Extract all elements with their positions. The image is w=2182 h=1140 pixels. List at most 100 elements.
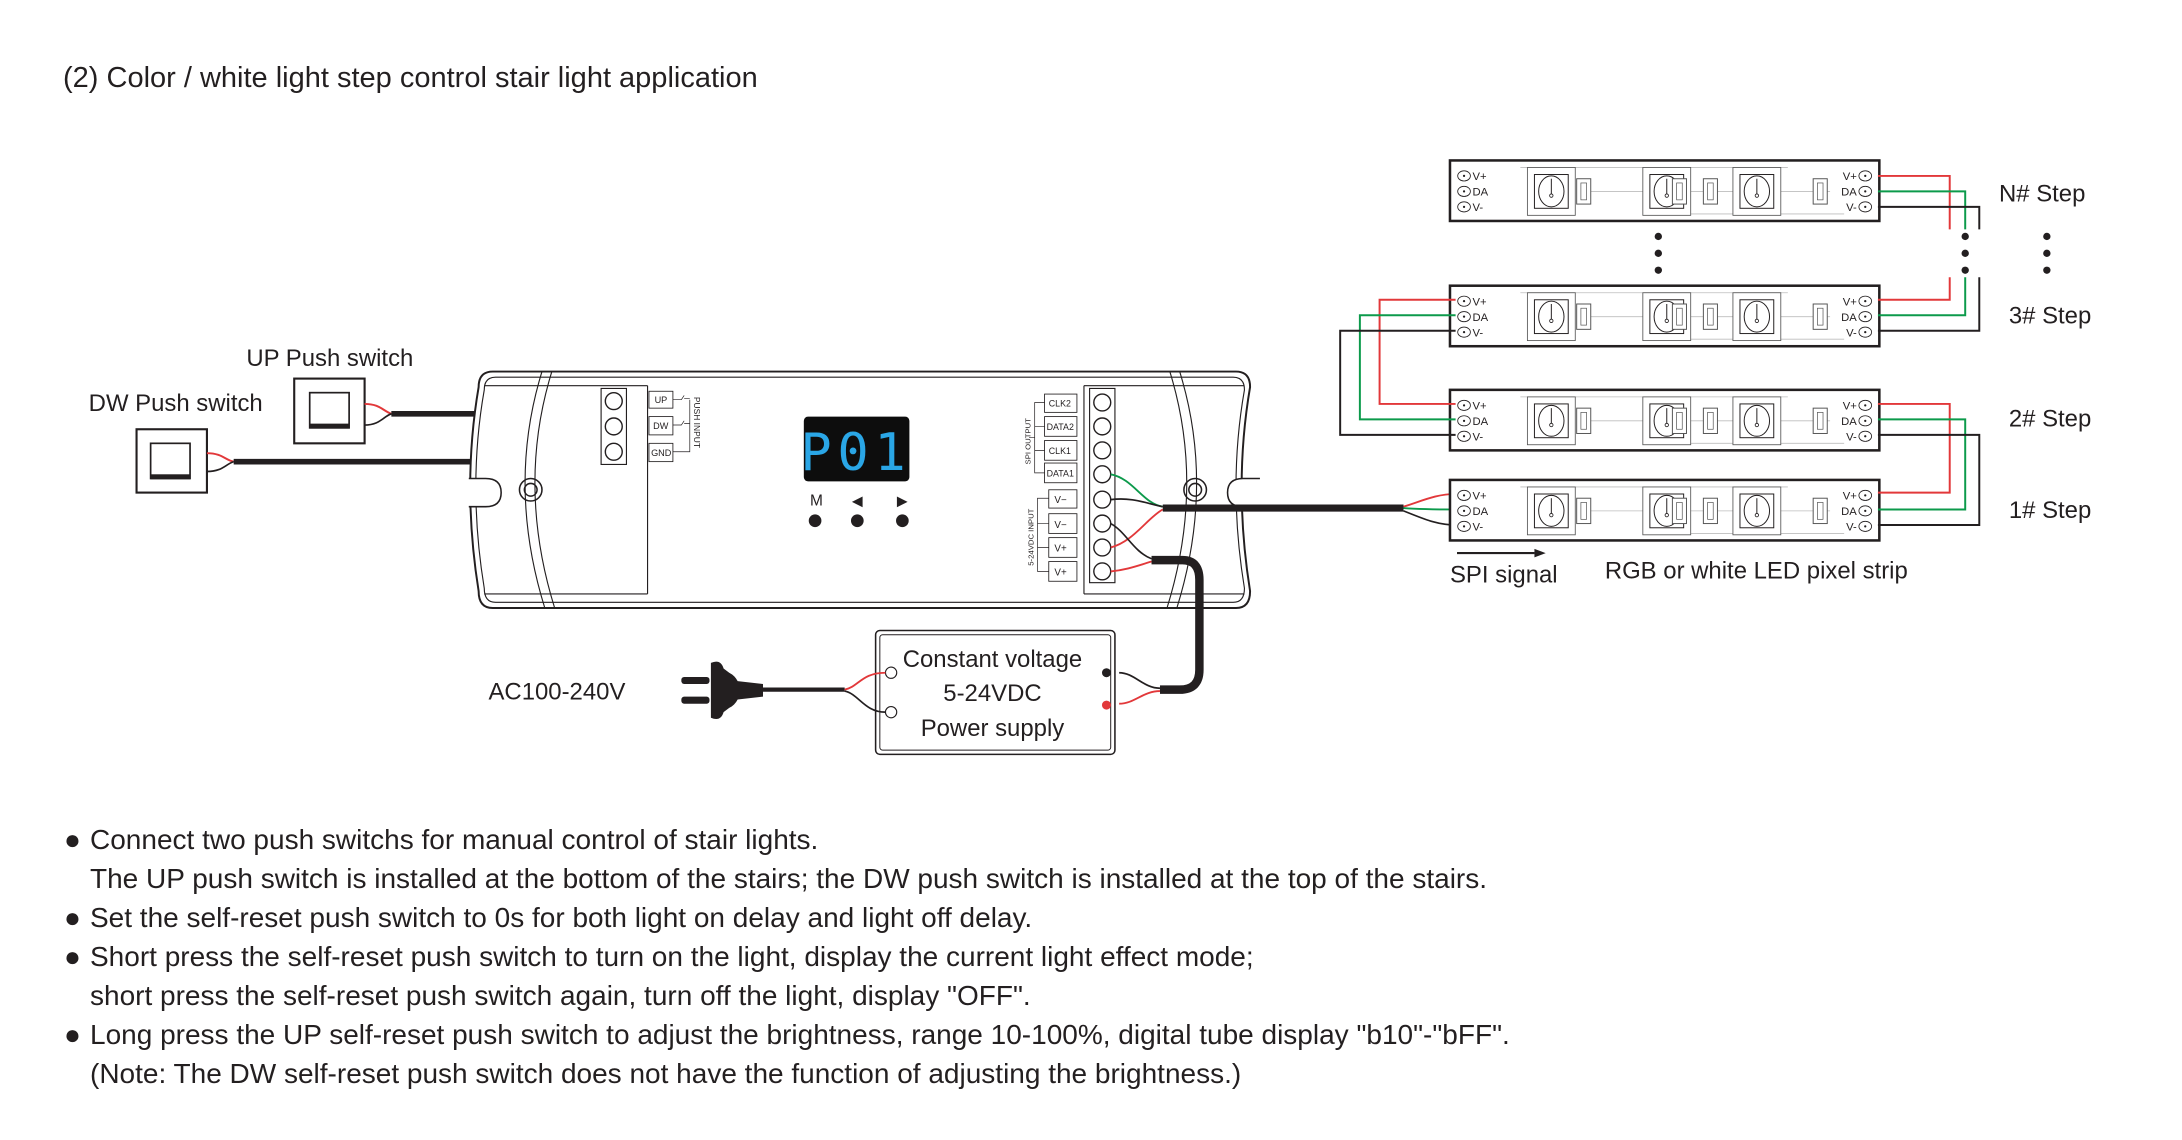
psu-negative-terminal (1101, 668, 1111, 678)
led-chip-icon (1526, 396, 1576, 446)
terminal-vminus2-label: V− (1054, 520, 1067, 531)
led-chip-icon (1526, 486, 1576, 536)
push-input-labels: UP DW GND PUSH INPUT (648, 390, 702, 463)
led-chip-icon (1732, 167, 1782, 216)
resistor-icon (1576, 178, 1592, 205)
note-line: Short press the self-reset push switch t… (90, 941, 1254, 972)
ac-input-label: AC100-240V (488, 678, 625, 705)
button-m[interactable] (808, 514, 822, 528)
strip-pin-label: V+ (1472, 296, 1487, 308)
psu-label-line1: Constant voltage (903, 646, 1082, 673)
terminal-data2-label: DATA2 (1047, 422, 1074, 432)
bullet-icon: ● (64, 941, 81, 972)
spi-signal-label: SPI signal (1450, 562, 1558, 589)
resistor-icon (1812, 178, 1828, 205)
display-readout: P01 (800, 423, 911, 483)
strip-pin-label: V- (1472, 432, 1483, 444)
led-chip-icon (1526, 292, 1576, 342)
more-steps-ellipsis (1654, 232, 2051, 274)
up-push-switch (293, 377, 366, 445)
resistor-icon (1702, 303, 1718, 330)
push-input-terminal (600, 387, 628, 466)
note-item: ●Connect two push switchs for manual con… (60, 820, 1510, 898)
strip-pin-label: V+ (1843, 171, 1858, 183)
led-chip-icon (1732, 396, 1782, 446)
terminal-vminus1-label: V− (1054, 495, 1067, 506)
button-m-label: M (810, 492, 823, 509)
note-line: Set the self-reset push switch to 0s for… (90, 902, 1033, 933)
resistor-icon (1812, 497, 1828, 525)
led-display: P01 (800, 416, 911, 483)
strip-pin-label: V+ (1472, 401, 1487, 413)
terminal-gnd-label: GND (651, 448, 672, 458)
resistor-icon (1576, 497, 1592, 525)
note-line: Long press the UP self-reset push switch… (90, 1019, 1510, 1050)
button-left[interactable] (850, 514, 864, 528)
power-input-labels: V− V− V+ V+ 5-24VDC INPUT (1026, 489, 1078, 582)
note-line: short press the self-reset push switch a… (90, 980, 1031, 1011)
strip-pin-label: V+ (1843, 491, 1858, 503)
resistor-icon (1576, 303, 1592, 330)
push-input-group-label: PUSH INPUT (692, 397, 702, 448)
terminal-up-label: UP (655, 395, 668, 405)
note-item: ●Long press the UP self-reset push switc… (60, 1015, 1510, 1093)
terminal-clk2-label: CLK2 (1049, 399, 1071, 409)
resistor-icon (1671, 407, 1687, 434)
resistor-icon (1671, 303, 1687, 330)
spi-output-labels: CLK2 DATA2 CLK1 DATA1 SPI OUTPUT (1023, 393, 1078, 484)
resistor-icon (1702, 497, 1718, 525)
button-right[interactable] (896, 514, 909, 528)
strip-pin-label: DA (1841, 506, 1857, 518)
psu-label-line3: Power supply (921, 715, 1065, 742)
led-chip-icon (1732, 486, 1782, 536)
strip-pin-label: V- (1846, 327, 1857, 339)
strip-caption: RGB or white LED pixel strip (1605, 557, 1908, 584)
terminal-clk1-label: CLK1 (1049, 446, 1071, 456)
strip-pin-label: V- (1472, 202, 1483, 214)
strip-pin-label: V- (1846, 432, 1857, 444)
strip-pin-label: DA (1472, 312, 1488, 324)
controller-housing (468, 370, 1260, 609)
bullet-icon: ● (64, 824, 81, 855)
psu-label-line2: 5-24VDC (943, 680, 1041, 707)
strip-wiring (1339, 174, 1981, 526)
resistor-icon (1702, 407, 1718, 434)
note-item: ● Short press the self-reset push switch … (60, 937, 1510, 1015)
strip-pin-label: DA (1472, 416, 1488, 428)
strip-pin-label: DA (1841, 187, 1857, 199)
strip-pin-label: V+ (1472, 171, 1487, 183)
resistor-icon (1671, 497, 1687, 525)
dw-push-switch (135, 428, 208, 494)
dw-switch-label: DW Push switch (89, 390, 263, 417)
spi-output-group-label: SPI OUTPUT (1023, 418, 1032, 465)
strip-pin-label: DA (1841, 416, 1857, 428)
button-left-label: ◀ (852, 492, 863, 508)
led-strip: V+ V+ DA DA V- V- (1448, 388, 1881, 452)
button-right-label: ▶ (897, 492, 908, 508)
resistor-icon (1576, 407, 1592, 434)
strip-pin-label: V- (1846, 522, 1857, 534)
power-cable (1110, 522, 1204, 705)
strip-pin-label: V+ (1472, 491, 1487, 503)
led-chip-icon (1732, 292, 1782, 342)
resistor-icon (1671, 178, 1687, 205)
strip-pin-label: V+ (1843, 401, 1858, 413)
output-terminal (1089, 387, 1116, 584)
strip-pin-label: V- (1472, 327, 1483, 339)
strip-pin-label: V+ (1843, 296, 1858, 308)
power-supply: Constant voltage 5-24VDC Power supply (874, 629, 1116, 756)
ac-plug (681, 661, 886, 720)
note-item: ●Set the self-reset push switch to 0s fo… (60, 898, 1510, 937)
step-label-3: 3# Step (2009, 303, 2091, 330)
terminal-vplus1-label: V+ (1054, 544, 1067, 555)
step-label-2: 2# Step (2009, 405, 2091, 432)
resistor-icon (1812, 407, 1828, 434)
psu-positive-terminal (1101, 700, 1111, 710)
up-switch-label: UP Push switch (246, 345, 413, 372)
resistor-icon (1812, 303, 1828, 330)
